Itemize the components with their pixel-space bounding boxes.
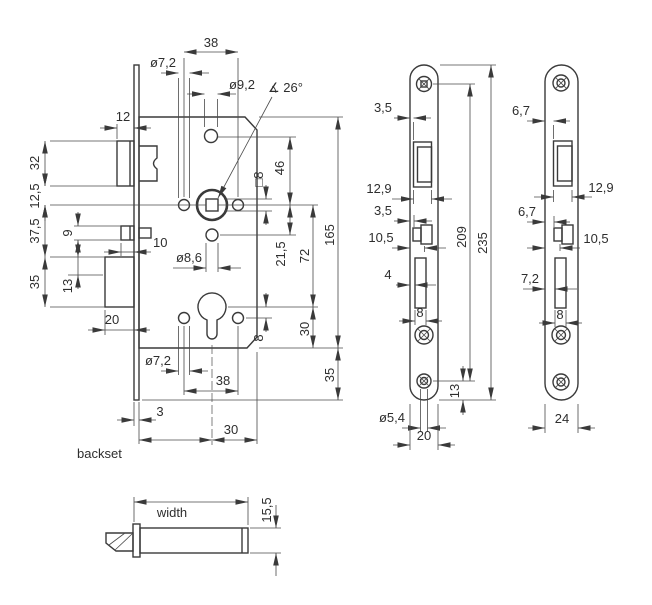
dim-label-38-top: 38 <box>204 35 218 50</box>
dim-label-12: 12 <box>116 109 130 124</box>
screw-hole-bottom <box>416 373 432 389</box>
dim-label-8-cylinder: 8 <box>251 334 266 341</box>
dim-label-angle-26: ∡ 26° <box>268 80 303 95</box>
dim-label-20: 20 <box>105 312 119 327</box>
dim-label-13: 13 <box>60 279 75 293</box>
dim-label-7-2-p24: 7,2 <box>521 271 539 286</box>
faceplate-20-outline <box>409 64 439 401</box>
screw-hole-top-24 <box>552 74 570 92</box>
dim-label-d9-2: ø9,2 <box>229 77 255 92</box>
faceplate-24-view: 6,7 12,9 6,7 10,5 7,2 8 24 <box>512 64 614 433</box>
case-section <box>139 527 249 554</box>
dim-label-10: 10 <box>153 235 167 250</box>
deadbolt-opening <box>414 257 427 309</box>
width-label: width <box>156 505 187 520</box>
dim-label-6-7-mid: 6,7 <box>518 204 536 219</box>
dim-label-12-5: 12,5 <box>27 183 42 208</box>
dim-label-35-left: 35 <box>27 275 42 289</box>
backset-label: backset <box>77 446 122 461</box>
dim-label-6-7-top: 6,7 <box>512 103 530 118</box>
latch-opening <box>412 141 433 188</box>
mid-hole <box>205 228 219 242</box>
faceplate-24-outline <box>544 64 579 401</box>
dim-label-30-right: 30 <box>297 322 312 336</box>
dim-label-32: 32 <box>27 156 42 170</box>
faceplate-20-view: 3,5 12,9 3,5 10,5 4 8 ø5,4 20 <box>366 64 496 450</box>
dim-label-38-bottom: 38 <box>216 373 230 388</box>
screw-hole-mid <box>414 325 434 345</box>
dim-label-4: 4 <box>384 267 391 282</box>
lock-case-outline <box>138 116 258 349</box>
dim-label-3-5-mid: 3,5 <box>374 203 392 218</box>
dim-label-235: 235 <box>475 232 490 254</box>
deadbolt <box>104 256 135 308</box>
dim-label-30-backset: 30 <box>224 422 238 437</box>
bottom-view: width 15,5 <box>105 497 281 576</box>
dim-label-12-9-p24: 12,9 <box>588 180 613 195</box>
deadbolt-opening-24 <box>554 257 567 309</box>
dim-label-21-5: 21,5 <box>273 241 288 266</box>
dim-label-165: 165 <box>322 224 337 246</box>
aux-opening <box>412 227 422 242</box>
aux-bolt-head <box>120 225 135 241</box>
faceplate-section <box>132 523 141 558</box>
lower-right-hole <box>231 311 245 325</box>
top-fixing-hole <box>203 128 219 144</box>
faceplate-edge <box>133 64 140 401</box>
lower-left-hole <box>177 311 191 325</box>
dim-label-209: 209 <box>454 226 469 248</box>
dim-label-24: 24 <box>555 411 569 426</box>
dim-label-square8: □8 <box>251 171 266 186</box>
screw-hole-top <box>415 75 433 93</box>
follower-square <box>205 198 219 212</box>
dim-label-10-5-p20: 10,5 <box>368 230 393 245</box>
screw-hole-bottom-24 <box>552 373 570 391</box>
aux-bolt-tail <box>138 227 152 239</box>
dim-label-d8-6: ø8,6 <box>176 250 202 265</box>
dim-label-10-5-p24: 10,5 <box>583 231 608 246</box>
dim-label-3-5-top: 3,5 <box>374 100 392 115</box>
dim-label-8-p20: 8 <box>416 305 423 320</box>
dim-label-3: 3 <box>156 404 163 419</box>
euro-cylinder-hole <box>197 292 227 340</box>
dim-label-9: 9 <box>60 229 75 236</box>
dim-label-72: 72 <box>297 249 312 263</box>
lock-body-view: 38 ø7,2 ø9,2 ∡ 26° 12 32 12,5 37,5 35 <box>27 35 343 461</box>
aux-opening-24 <box>553 227 563 242</box>
screw-hole-mid-24 <box>551 325 571 345</box>
dim-label-20-p20: 20 <box>417 428 431 443</box>
latch-opening-24 <box>552 140 573 187</box>
latch-bolt-head <box>116 140 135 187</box>
latch-bolt-tail <box>139 145 158 182</box>
dim-label-d7-2-bottom: ø7,2 <box>145 353 171 368</box>
latch-section <box>105 532 134 552</box>
dim-label-46: 46 <box>272 161 287 175</box>
dim-label-13-p20: 13 <box>447 384 462 398</box>
dim-label-12-9-p20: 12,9 <box>366 181 391 196</box>
dim-label-37-5: 37,5 <box>27 218 42 243</box>
dim-label-15-5: 15,5 <box>259 497 274 522</box>
dim-label-d5-4: ø5,4 <box>379 410 405 425</box>
dim-label-d7-2-top: ø7,2 <box>150 55 176 70</box>
dim-label-8-p24: 8 <box>556 307 563 322</box>
dim-label-35-bottom: 35 <box>322 368 337 382</box>
